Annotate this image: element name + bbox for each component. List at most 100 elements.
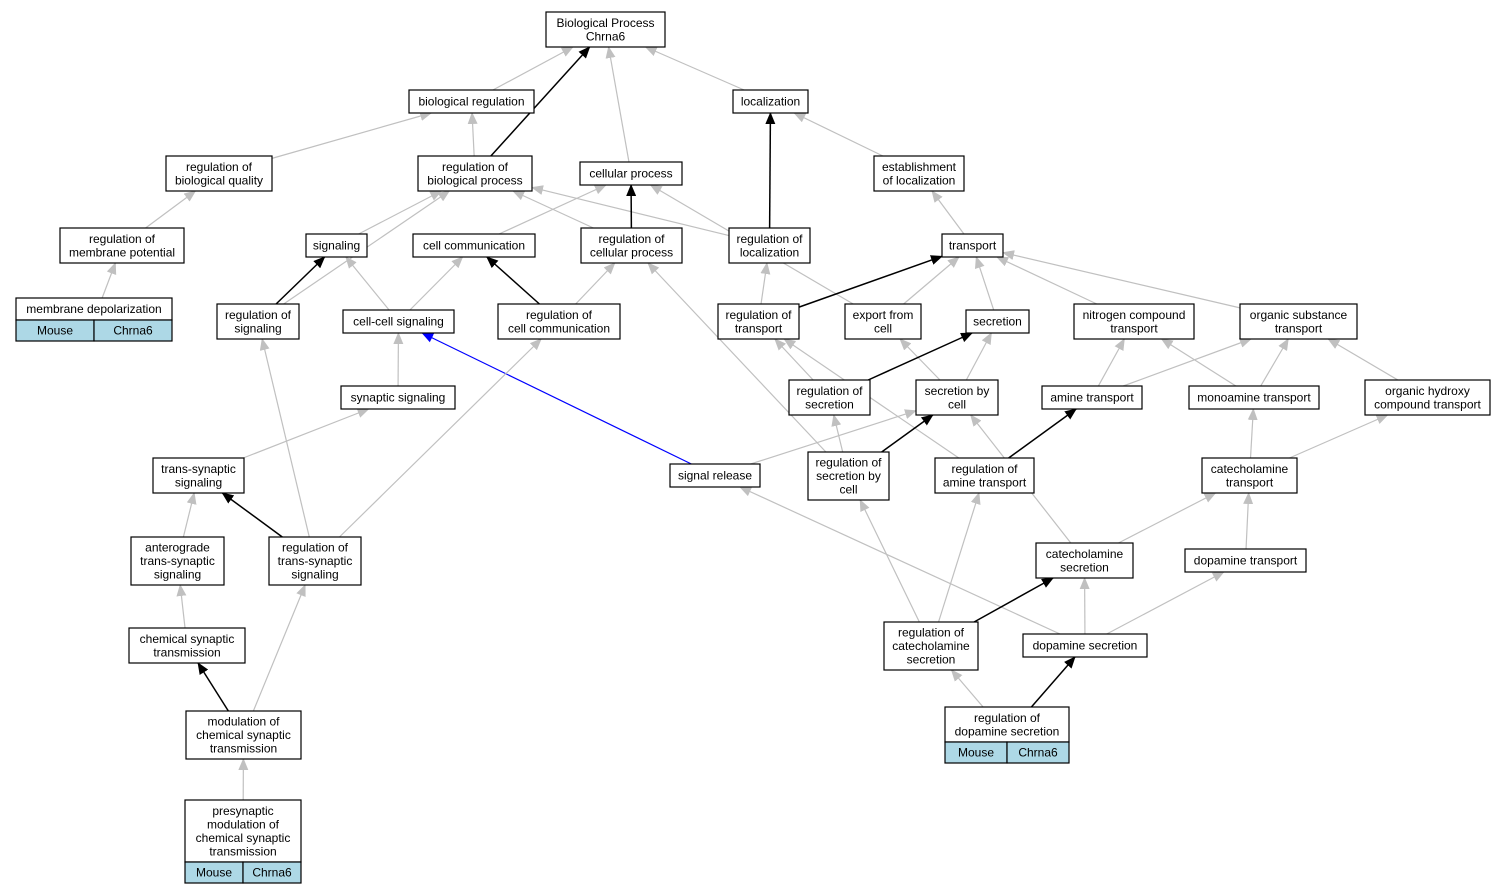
- node-synsig[interactable]: synaptic signaling: [340, 385, 456, 410]
- node-label: regulation of: [796, 384, 863, 398]
- node-box: [965, 309, 1030, 334]
- node-box: [934, 457, 1035, 494]
- edge-regtranssyn-to-regcellcomm: [339, 338, 542, 538]
- node-box: [128, 627, 246, 664]
- edges-layer: [101, 46, 1399, 801]
- node-sigrelease[interactable]: signal release: [669, 463, 761, 488]
- edge-monoamine-to-orgsub: [1260, 338, 1289, 387]
- edge-catechtrans-to-monoamine: [1247, 408, 1258, 459]
- node-label: biological quality: [175, 173, 263, 187]
- edge-transsyn-to-synsig: [243, 408, 370, 459]
- edge-estloc-to-localization: [793, 112, 884, 157]
- node-amine[interactable]: amine transport: [1041, 385, 1143, 410]
- node-label: regulation of: [186, 160, 253, 174]
- node-box: [268, 536, 362, 586]
- edge-regcellcomm-to-cellcomm: [486, 256, 540, 305]
- edge-nitrogen-to-transport: [996, 256, 1098, 305]
- node-dopatrans[interactable]: dopamine transport: [1184, 548, 1307, 573]
- edge-cellcomm-to-cellproc: [498, 184, 607, 235]
- node-box: [417, 155, 533, 192]
- node-box: [305, 233, 368, 258]
- node-label: modulation of: [207, 817, 280, 831]
- edge-regcatechsec-to-regsecbycell: [859, 499, 920, 623]
- edge-regcellcomm-to-regcellproc: [575, 262, 616, 305]
- node-cellproc[interactable]: cellular process: [579, 161, 683, 186]
- node-label: nitrogen compound: [1083, 308, 1186, 322]
- node-label: regulation of: [736, 232, 803, 246]
- node-label: biological process: [427, 173, 522, 187]
- node-transport[interactable]: transport: [941, 233, 1004, 258]
- node-cellcellsig[interactable]: cell-cell signaling: [342, 309, 455, 334]
- node-box: [728, 227, 811, 264]
- node-signaling[interactable]: signaling: [305, 233, 368, 258]
- edge-chemsyn-to-antero: [176, 584, 187, 629]
- node-cellcomm[interactable]: cell communication: [412, 233, 536, 258]
- node-label: cellular process: [589, 167, 672, 181]
- edge-sigrelease-to-cellcellsig: [421, 332, 692, 465]
- node-label: modulation of: [207, 715, 280, 729]
- node-localization[interactable]: localization: [732, 89, 809, 114]
- node-box: [807, 451, 890, 501]
- annotation-gene: Chrna6: [1018, 746, 1058, 760]
- node-secretion[interactable]: secretion: [965, 309, 1030, 334]
- node-label: catecholamine: [892, 639, 970, 653]
- edge-dopasec-to-sigrelease: [739, 486, 1061, 635]
- node-label: Biological Process: [556, 16, 654, 30]
- node-label: catecholamine: [1211, 462, 1289, 476]
- node-monoamine[interactable]: monoamine transport: [1188, 385, 1320, 410]
- edge-modchemsyn-to-regtranssyn: [252, 584, 306, 712]
- node-label: membrane potential: [69, 245, 175, 259]
- node-box: [883, 621, 979, 671]
- edge-regbioqual-to-bioreg: [271, 111, 433, 159]
- node-bioreg[interactable]: biological regulation: [408, 89, 535, 114]
- edge-regcatechsec-to-catechsec: [973, 577, 1054, 623]
- node-label: cell: [948, 397, 966, 411]
- node-label: dopamine transport: [1194, 554, 1298, 568]
- node-box: [1364, 379, 1491, 416]
- node-label: amine transport: [943, 475, 1027, 489]
- node-box: [184, 799, 302, 863]
- node-box: [732, 89, 809, 114]
- edge-regtranssyn-to-regsignaling: [259, 338, 310, 538]
- edge-signaling-to-regbioproc: [358, 190, 443, 235]
- node-dopasec[interactable]: dopamine secretion: [1022, 633, 1148, 658]
- node-box: [873, 155, 965, 192]
- annotation-gene: Chrna6: [252, 866, 292, 880]
- node-label: compound transport: [1374, 397, 1481, 411]
- edge-regsecbycell-to-regsecretion: [831, 414, 844, 453]
- edge-regsecbycell-to-secbycell: [881, 414, 934, 453]
- edge-regsignaling-to-signaling: [275, 256, 326, 305]
- annotation-gene: Chrna6: [113, 324, 153, 338]
- node-label: transport: [735, 321, 783, 335]
- node-box: [788, 379, 871, 416]
